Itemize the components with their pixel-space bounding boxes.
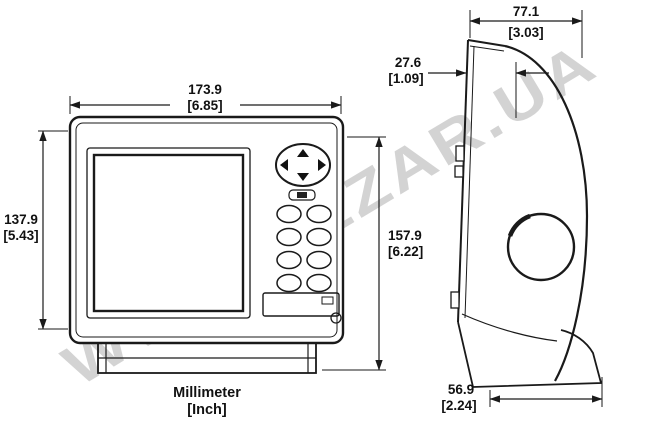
dim-front-width-mm: 173.9 — [188, 82, 222, 97]
dim-base-depth-mm: 56.9 — [448, 382, 474, 397]
screen — [92, 153, 245, 313]
dim-front-height-mm: 137.9 — [4, 212, 38, 227]
dim-base-depth: 56.9 [2.24] — [441, 377, 603, 413]
dim-depth-front: 27.6 [1.09] — [388, 55, 549, 118]
power-button — [330, 312, 342, 324]
dim-front-width-inch: [6.85] — [187, 98, 222, 113]
menu-button-label-area — [297, 192, 307, 198]
side-front-bezel-line — [464, 45, 475, 319]
card-slot-detail — [321, 296, 334, 305]
keypad-button — [276, 204, 302, 224]
screen-bezel — [86, 147, 251, 319]
device-body-inner-line — [75, 122, 338, 338]
side-top-inner-line — [469, 45, 505, 52]
arrow-pad — [275, 143, 331, 187]
dim-total-height-inch: [6.22] — [388, 244, 423, 259]
side-back-profile — [504, 44, 589, 382]
card-slot — [262, 292, 340, 317]
keypad-button — [276, 273, 302, 293]
keypad-button — [306, 273, 332, 293]
units-label: Millimeter [Inch] — [173, 385, 241, 418]
keypad-button — [306, 250, 332, 270]
side-connector-tab — [450, 291, 460, 309]
dim-front-width: 173.9 [6.85] — [69, 82, 342, 114]
mount-knob-shading — [507, 213, 531, 237]
keypad-button — [276, 227, 302, 247]
dim-depth-total-inch: [3.03] — [508, 25, 543, 40]
units-label-line2: [Inch] — [187, 402, 227, 418]
dim-depth-front-inch: [1.09] — [388, 71, 423, 86]
keypad-button — [306, 227, 332, 247]
arrow-up-icon — [297, 149, 309, 157]
side-view — [450, 39, 603, 388]
dim-total-height-mm: 157.9 — [388, 228, 422, 243]
keypad-button — [276, 250, 302, 270]
arrow-right-icon — [318, 159, 326, 171]
keypad-button — [306, 204, 332, 224]
dim-front-height-inch: [5.43] — [3, 228, 38, 243]
arrow-left-icon — [280, 159, 288, 171]
front-view — [68, 115, 345, 374]
side-front-face — [457, 39, 469, 323]
side-top-edge — [467, 39, 506, 47]
mount-knob — [506, 212, 576, 282]
units-label-line1: Millimeter — [173, 385, 241, 401]
side-connector-tab — [454, 165, 464, 178]
menu-button — [288, 189, 316, 201]
side-bracket-curve — [461, 313, 558, 342]
dim-depth-total: 77.1 [3.03] — [469, 4, 583, 58]
side-connector-tab — [455, 145, 465, 162]
side-mount-foot — [457, 321, 603, 388]
arrow-down-icon — [297, 173, 309, 181]
dim-depth-total-mm: 77.1 — [513, 4, 540, 19]
dim-total-height: 157.9 [6.22] — [322, 136, 423, 371]
dim-base-depth-inch: [2.24] — [441, 398, 476, 413]
dim-front-height: 137.9 [5.43] — [3, 130, 68, 330]
dim-depth-front-mm: 27.6 — [395, 55, 422, 70]
